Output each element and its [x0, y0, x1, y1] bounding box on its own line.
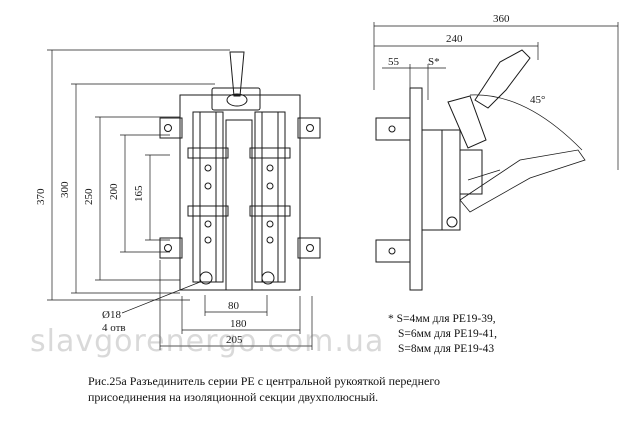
dim-hole-count: 4 отв	[102, 322, 126, 334]
side-handle-open	[459, 149, 586, 213]
note-line-1: * S=4мм для РЕ19-39,	[388, 313, 496, 325]
horizontal-dimensions	[121, 260, 313, 350]
center-insulator	[225, 119, 253, 291]
handle-boss	[211, 87, 261, 111]
dim-180: 180	[230, 318, 247, 330]
handle-base	[226, 93, 248, 107]
pole-left	[187, 111, 229, 283]
pole-right	[249, 111, 291, 283]
terminal-hole-right	[261, 271, 275, 285]
base-plate	[179, 94, 301, 291]
dim-370: 370	[35, 188, 47, 205]
side-handle-lever	[447, 95, 487, 149]
dim-165: 165	[133, 185, 145, 202]
figure-caption: Рис.25а Разъединитель серии РЕ с централ…	[88, 373, 440, 405]
side-pivot	[446, 216, 458, 228]
handle-grip	[229, 51, 245, 97]
dim-205: 205	[226, 334, 243, 346]
side-bracket-bottom	[375, 239, 411, 263]
side-dimensions	[373, 22, 619, 170]
caption-line-1: Рис.25а Разъединитель серии РЕ с централ…	[88, 374, 440, 388]
dim-360: 360	[493, 13, 510, 25]
vertical-dimensions	[47, 49, 230, 301]
dim-angle: 45°	[530, 94, 545, 106]
side-mount-plate	[409, 87, 423, 291]
side-handle-grip	[474, 49, 531, 109]
dim-55: 55	[388, 56, 400, 68]
dim-250: 250	[83, 188, 95, 205]
terminal-hole-left	[199, 271, 213, 285]
side-bracket-top	[375, 117, 411, 141]
watermark-text: slavgorenergo.com.ua	[30, 324, 385, 359]
side-switch-body	[421, 129, 461, 231]
dim-s: S*	[428, 56, 440, 68]
caption-line-2: присоединения на изоляционной секции дву…	[88, 390, 379, 404]
material-note: * S=4мм для РЕ19-39, S=6мм для РЕ19-41, …	[388, 312, 497, 357]
dim-240: 240	[446, 33, 463, 45]
dim-300: 300	[59, 181, 71, 198]
dim-80: 80	[228, 300, 240, 312]
side-insulator	[459, 149, 483, 195]
front-view: 370 300 250 200 165	[35, 49, 321, 350]
dim-hole-diameter: Ø18	[102, 309, 121, 321]
dim-200: 200	[108, 183, 120, 200]
mounting-brackets	[159, 117, 321, 259]
side-view: 360 240 55 S* 45°	[373, 13, 619, 291]
note-line-2: S=6мм для РЕ19-41,	[398, 328, 497, 340]
note-line-3: S=8мм для РЕ19-43	[398, 343, 495, 355]
